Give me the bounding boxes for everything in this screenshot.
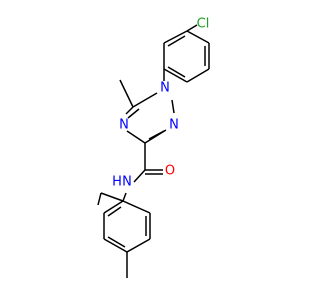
bond	[163, 30, 188, 44]
bond	[100, 192, 124, 202]
bond	[186, 68, 210, 83]
bond	[126, 238, 151, 253]
bond	[103, 200, 124, 214]
bond	[167, 35, 186, 47]
bond	[107, 206, 122, 217]
structure-diagram: Cl N N N O N H	[97, 17, 210, 278]
carboxamide-group	[122, 143, 163, 202]
bond	[107, 236, 126, 248]
amide-hydrogen-label: H	[112, 175, 122, 190]
bond	[103, 238, 128, 253]
amide-nitrogen-label: N	[122, 175, 132, 190]
triazole-ring	[125, 92, 175, 144]
bond	[126, 130, 146, 144]
bond	[97, 192, 102, 206]
carbonyl-oxygen-label: O	[165, 164, 175, 179]
triazole-n4-label: N	[169, 118, 179, 133]
bond	[148, 130, 165, 140]
bond-to-chlorine	[186, 24, 198, 32]
triazole-n1-label: N	[160, 81, 170, 96]
molecule-canvas: Cl N N N O N H	[97, 16, 210, 278]
chlorophenyl-ring	[163, 24, 210, 83]
triazole-n2-label: N	[119, 118, 129, 133]
bond	[122, 192, 127, 202]
bond	[122, 200, 151, 214]
bond	[133, 169, 146, 183]
bond	[125, 106, 134, 115]
dimethylphenyl-ring	[97, 192, 151, 278]
chlorine-label: Cl	[197, 17, 210, 32]
bond	[186, 30, 210, 44]
bond	[167, 66, 186, 78]
bond	[127, 108, 140, 119]
bond	[132, 92, 158, 108]
atom-labels: Cl N N N O N H	[112, 17, 209, 190]
bond-methyl	[119, 79, 134, 108]
bond	[171, 99, 175, 114]
bond	[163, 68, 188, 83]
